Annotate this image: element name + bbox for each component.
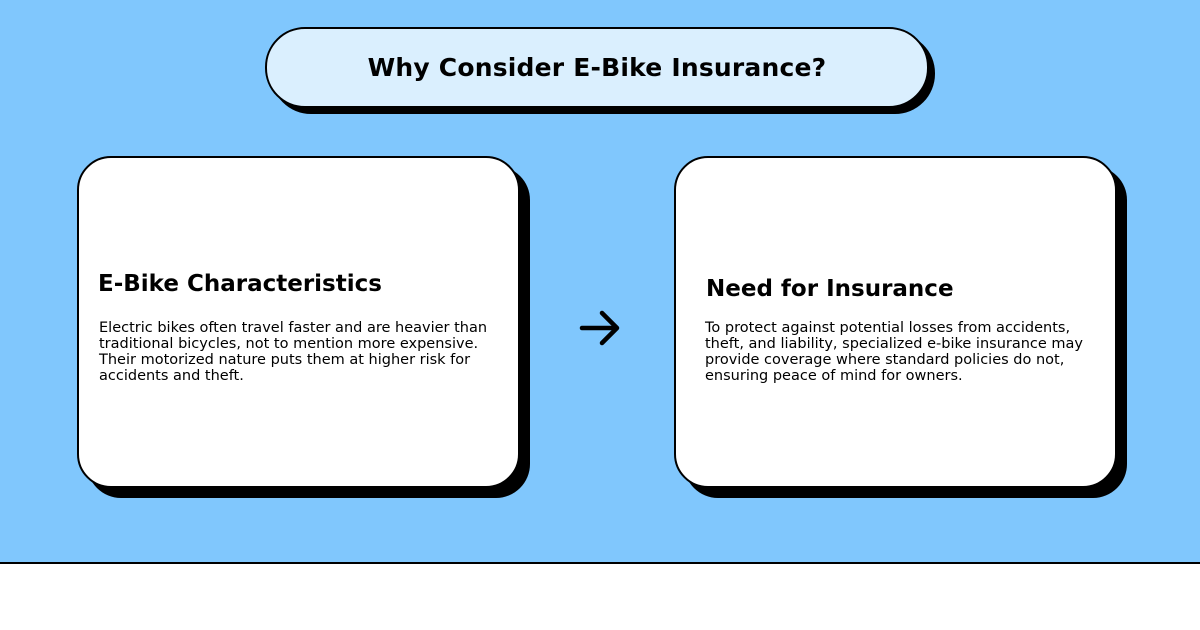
card-heading: Need for Insurance [706, 276, 954, 302]
card-heading: E-Bike Characteristics [98, 271, 382, 297]
card-ebike-characteristics: E-Bike Characteristics Electric bikes of… [77, 156, 520, 488]
arrow-right-icon [579, 310, 620, 346]
diagram-canvas: Why Consider E-Bike Insurance? E-Bike Ch… [0, 0, 1200, 564]
title-box: Why Consider E-Bike Insurance? [265, 27, 929, 108]
card-body: Electric bikes often travel faster and a… [99, 320, 488, 384]
card-body: To protect against potential losses from… [705, 320, 1084, 384]
card-need-for-insurance: Need for Insurance To protect against po… [674, 156, 1117, 488]
diagram-title: Why Consider E-Bike Insurance? [367, 53, 827, 82]
